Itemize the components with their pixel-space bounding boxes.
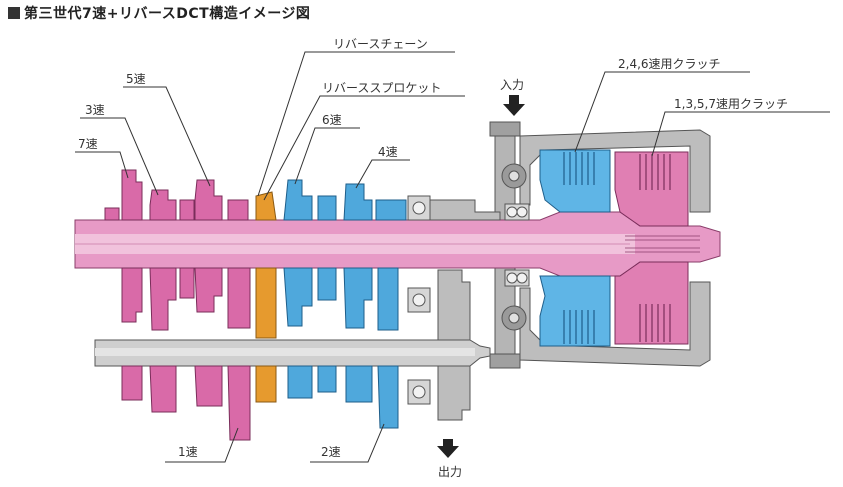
label-clutch-even: 2,4,6速用クラッチ xyxy=(618,57,721,71)
label-gear-5: 5速 xyxy=(126,72,146,86)
input-arrow-icon xyxy=(503,95,525,116)
label-gear-4: 4速 xyxy=(378,145,398,159)
label-gear-7: 7速 xyxy=(78,137,98,151)
leader-lines xyxy=(75,51,830,463)
clutch-odd-1357 xyxy=(614,151,689,345)
label-gear-2: 2速 xyxy=(321,445,341,459)
reverse-components xyxy=(255,191,277,403)
diagram-title: 第三世代7速+リバースDCT構造イメージ図 xyxy=(8,3,310,23)
drive-gears xyxy=(429,163,527,421)
label-gear-1: 1速 xyxy=(178,445,198,459)
even-gears-upper xyxy=(283,179,407,221)
label-gear-3: 3速 xyxy=(85,103,105,117)
odd-gears-upper xyxy=(104,169,249,221)
odd-gears-lower xyxy=(121,267,251,441)
even-gears-lower xyxy=(283,267,399,429)
labels: 5速 3速 7速 リバースチェーン リバーススプロケット 6速 4速 入力 2,… xyxy=(78,37,788,479)
title-bullet-icon xyxy=(8,7,20,19)
label-output: 出力 xyxy=(438,465,462,479)
label-reverse-chain: リバースチェーン xyxy=(333,37,428,51)
clutch-even-246 xyxy=(539,149,611,347)
label-clutch-odd: 1,3,5,7速用クラッチ xyxy=(674,97,788,111)
output-shaft xyxy=(94,339,491,367)
title-text: 第三世代7速+リバースDCT構造イメージ図 xyxy=(24,6,311,22)
bearings xyxy=(407,195,530,405)
label-gear-6: 6速 xyxy=(322,113,342,127)
output-arrow-icon xyxy=(437,439,459,458)
label-reverse-sprocket: リバーススプロケット xyxy=(322,81,441,95)
main-shaft xyxy=(74,211,721,277)
label-input: 入力 xyxy=(500,78,524,92)
